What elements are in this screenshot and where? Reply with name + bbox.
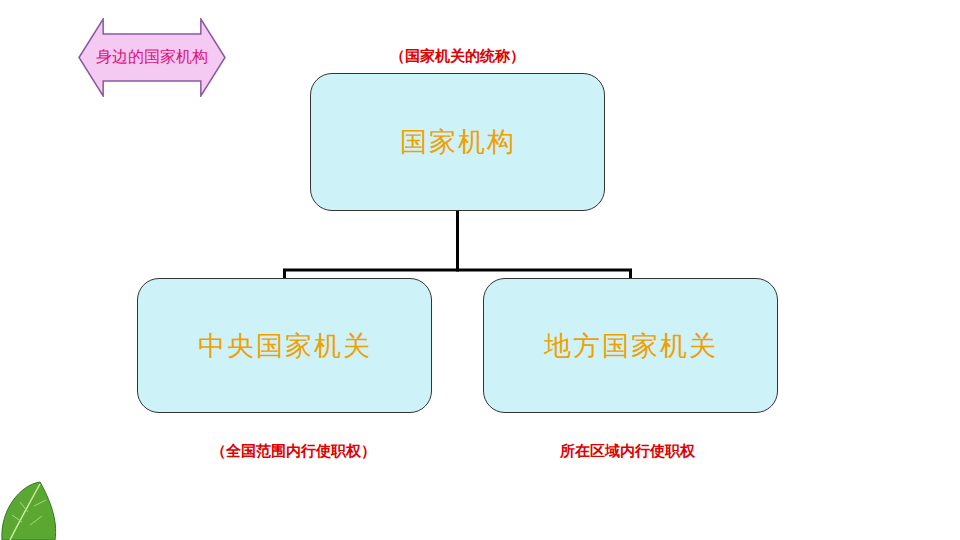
leaf-shape	[2, 482, 56, 540]
node-text: 国家机构	[400, 124, 516, 160]
annotation-text: （全国范围内行使职权）	[211, 442, 376, 461]
double-arrow-tag: 身边的国家机构	[78, 18, 226, 97]
tree-connector	[285, 211, 458, 278]
leaf-vein	[10, 484, 40, 540]
arrow-shape	[79, 19, 225, 96]
process-box: 中央国家机关	[137, 278, 432, 413]
annotation-text: （国家机关的统称）	[390, 47, 525, 66]
process-box: 国家机构	[310, 73, 605, 211]
node-text: 地方国家机关	[544, 328, 718, 364]
leaf-vein	[12, 500, 46, 525]
leaf-illustration	[0, 470, 80, 540]
annotation-text: 所在区域内行使职权	[560, 442, 695, 461]
node-text: 中央国家机关	[198, 328, 372, 364]
node-text: 身边的国家机构	[96, 47, 208, 68]
tree-connector	[458, 211, 631, 278]
process-box: 地方国家机关	[483, 278, 778, 413]
